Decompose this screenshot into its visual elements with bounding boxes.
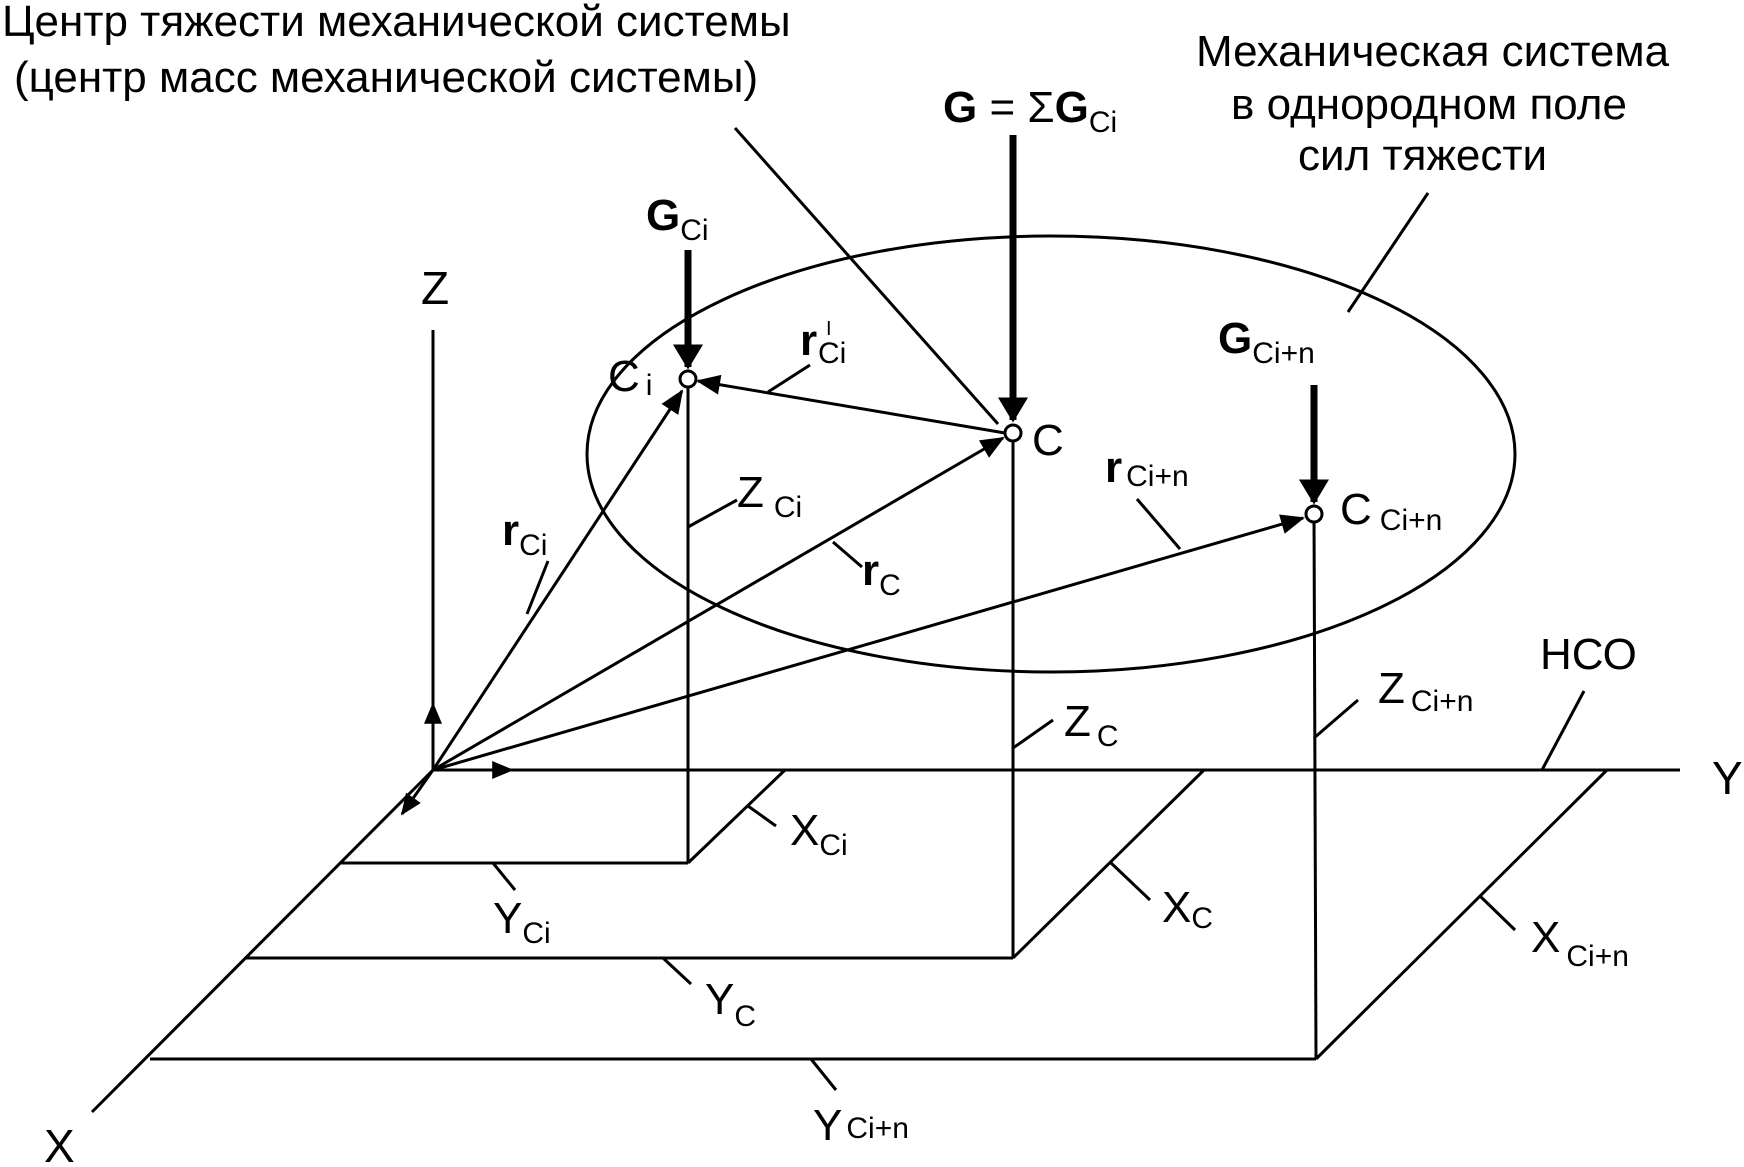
xc-label: XC (1162, 883, 1213, 935)
xci-label: XCi (790, 806, 848, 862)
rc-leader (832, 540, 863, 569)
zc-symbol: Z (1064, 697, 1091, 746)
point-ci (678, 369, 698, 389)
rc-label: rC (862, 546, 901, 602)
center-caption-line1: Центр тяжести механической системы (2, 0, 791, 46)
ycin-sub: Ci+n (846, 1112, 909, 1145)
xc-symbol: X (1162, 883, 1191, 932)
rci-vector (431, 389, 684, 771)
zc-leader (1012, 718, 1054, 750)
rcin-vector (432, 514, 1305, 772)
xci-projection-line (686, 768, 787, 865)
rcin-sub: Ci+n (1126, 460, 1189, 493)
total-gravity-label: G = ΣGCi (943, 83, 1117, 139)
zcin-sub: Ci+n (1411, 685, 1474, 718)
ci-symbol: C (608, 352, 640, 401)
xcin-symbol: X (1531, 913, 1560, 962)
rcin-leader (1135, 498, 1182, 550)
yci-symbol: Y (493, 894, 522, 943)
ycin-leader (809, 1058, 838, 1091)
gcin-symbol: G (1218, 314, 1252, 363)
system-caption-line2: в однородном поле (1231, 80, 1627, 129)
yci-label: YCi (493, 894, 551, 950)
sum-symbol: Σ (1027, 83, 1054, 132)
rci-relative-sup: I (826, 318, 832, 340)
zci-symbol: Z (737, 468, 764, 517)
rc-sub: C (879, 569, 901, 602)
rcin-symbol: r (1105, 443, 1122, 492)
hco-leader (1540, 690, 1586, 771)
c-label: C (1032, 416, 1064, 465)
rci-relative-vector (696, 374, 1006, 435)
mechanical-system-ellipse (585, 234, 1517, 674)
rci-leader (525, 560, 550, 615)
gci-sub: Ci (680, 214, 708, 247)
system-caption-line1: Механическая система (1196, 27, 1670, 76)
xci-symbol: X (790, 806, 819, 855)
zci-label: Z Ci (737, 468, 802, 524)
x-axis-line (90, 768, 435, 1114)
gcin-sub: Ci+n (1252, 337, 1315, 370)
xc-leader (1108, 860, 1152, 902)
rci-relative-sub: Ci (818, 337, 846, 370)
system-caption-line3: сил тяжести (1298, 131, 1547, 180)
xc-sub: C (1191, 902, 1213, 935)
zcin-symbol: Z (1378, 664, 1405, 713)
rci-relative-leader (767, 363, 811, 394)
x-axis-label: X (44, 1120, 75, 1167)
yc-sub: C (734, 1000, 756, 1033)
yc-leader (661, 956, 693, 986)
total-gravity-symbol: G (943, 83, 977, 132)
y-axis-label: Y (1712, 752, 1743, 804)
rc-vector (432, 436, 1005, 772)
xci-leader (747, 804, 777, 828)
total-gravity-component-symbol: G (1055, 83, 1089, 132)
xc-projection-line (1011, 768, 1206, 960)
total-gravity-equals: = (977, 83, 1027, 132)
xci-sub: Ci (819, 829, 847, 862)
xcin-leader (1478, 894, 1517, 932)
yci-sub: Ci (522, 917, 550, 950)
center-caption-leader (733, 127, 1000, 425)
total-gravity-component-sub: Ci (1089, 106, 1117, 139)
ycin-symbol: Y (813, 1101, 842, 1150)
zc-sub: C (1097, 720, 1119, 753)
rc-symbol: r (862, 546, 879, 595)
x-unit-arrow (400, 769, 435, 816)
point-ccin (1304, 504, 1324, 524)
xcin-projection-line (1314, 768, 1609, 1061)
zci-sub: Ci (774, 491, 802, 524)
xcin-sub: Ci+n (1566, 940, 1629, 973)
ccin-sub: Ci+n (1380, 504, 1443, 537)
rci-relative-label: r (800, 316, 817, 365)
zcin-leader (1313, 698, 1359, 740)
gci-symbol: G (646, 191, 680, 240)
rci-label: rCi (502, 506, 547, 562)
ccin-symbol: C (1340, 485, 1372, 534)
rci-symbol: r (502, 506, 519, 555)
point-c (1003, 423, 1023, 443)
zci-leader (687, 498, 738, 529)
zcin-height-line (1312, 513, 1318, 1060)
ci-sub: i (646, 369, 653, 402)
center-caption-line2: (центр масс механической системы) (14, 53, 758, 102)
yc-symbol: Y (705, 975, 734, 1024)
gci-label: GCi (646, 191, 709, 247)
gcin-label: GCi+n (1218, 314, 1315, 370)
system-caption-leader (1346, 192, 1430, 313)
rci-sub: Ci (519, 529, 547, 562)
yc-label: YC (705, 975, 756, 1033)
hco-label: НСО (1540, 630, 1637, 679)
z-axis-label: Z (421, 262, 449, 314)
yci-leader (491, 862, 517, 891)
